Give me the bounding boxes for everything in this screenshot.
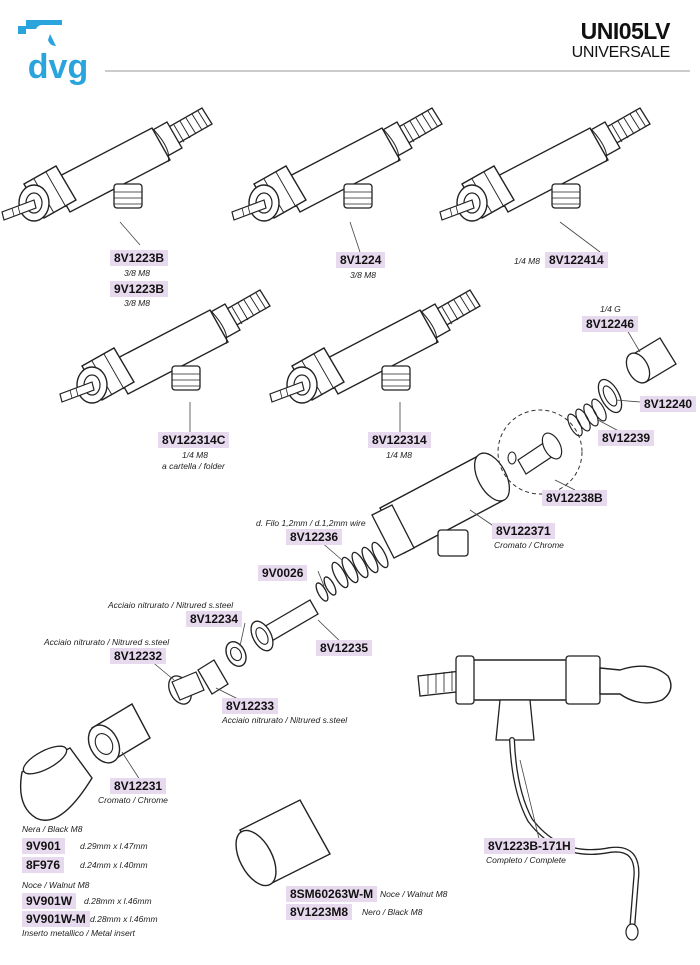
part-code-8V122314C: 8V122314C [158,432,230,448]
part-code-8V12238B: 8V12238B [542,490,607,506]
knob-heading-black: Nera / Black M8 [22,824,83,834]
part-code-8V12233: 8V12233 [222,698,279,714]
logo-text: dvg [28,48,88,86]
part-code-8V1223M8: 8V1223M8 [286,904,353,920]
part-note: 1/4 G [600,304,621,314]
insert-note: Inserto metallico / Metal insert [22,928,135,938]
dvg-logo: dvg [18,20,88,86]
part-code-8V1224: 8V1224 [336,252,386,268]
part-note: Cromato / Chrome [494,540,564,550]
page-subtitle: UNIVERSALE [571,44,671,61]
part-note: Acciaio nitrurato / Nitrured s.steel [108,600,234,610]
part-code-8V12232: 8V12232 [110,648,167,664]
part-note: 3/8 M8 [124,268,150,278]
part-code-8V122371: 8V122371 [492,523,555,539]
part-note: Acciaio nitrurato / Nitrured s.steel [44,637,170,647]
part-note: Cromato / Chrome [98,795,168,805]
part-code-8V12234: 8V12234 [186,611,243,627]
part-note: 1/4 M8 [386,450,412,460]
part-note: Nero / Black M8 [362,907,423,917]
part-code-9V901: 9V901 [22,838,65,854]
part-code-9V901W-M: 9V901W-M [22,911,90,927]
part-code-8V1223B: 8V1223B [110,250,169,266]
part-code-8SM60263W-M: 8SM60263W-M [286,886,378,902]
part-code-9V1223B: 9V1223B [110,281,169,297]
part-code-8F976: 8F976 [22,857,65,873]
part-note: d.24mm x l.40mm [80,860,148,870]
part-note: 3/8 M8 [124,298,150,308]
part-note: 1/4 M8 [514,256,540,266]
knob-heading-walnut: Noce / Walnut M8 [22,880,90,890]
part-note: d.29mm x l.47mm [80,841,148,851]
part-code-8V1223B-171H: 8V1223B-171H [484,838,575,854]
part-code-8V12240: 8V12240 [640,396,697,412]
part-code-8V12231: 8V12231 [110,778,167,794]
part-note: a cartella / folder [162,461,225,471]
title-block: UNI05LV UNIVERSALE [571,18,671,62]
part-note: d.28mm x l.46mm [90,914,158,924]
part-note: d. Filo 1,2mm / d.1,2mm wire [256,518,366,528]
part-code-9V0026: 9V0026 [258,565,308,581]
part-note: Completo / Complete [486,855,566,865]
part-note: 1/4 M8 [182,450,208,460]
part-code-9V901W: 9V901W [22,893,77,909]
part-note: Noce / Walnut M8 [380,889,448,899]
part-code-8V12246: 8V12246 [582,316,639,332]
part-code-8V12236: 8V12236 [286,529,343,545]
part-code-8V122414: 8V122414 [545,252,608,268]
part-code-8V12239: 8V12239 [598,430,655,446]
part-note: d.28mm x l.46mm [84,896,152,906]
page-title: UNI05LV [580,18,671,44]
part-note: Acciaio nitrurato / Nitrured s.steel [222,715,348,725]
part-note: 3/8 M8 [350,270,376,280]
part-code-8V122314: 8V122314 [368,432,431,448]
part-code-8V12235: 8V12235 [316,640,373,656]
